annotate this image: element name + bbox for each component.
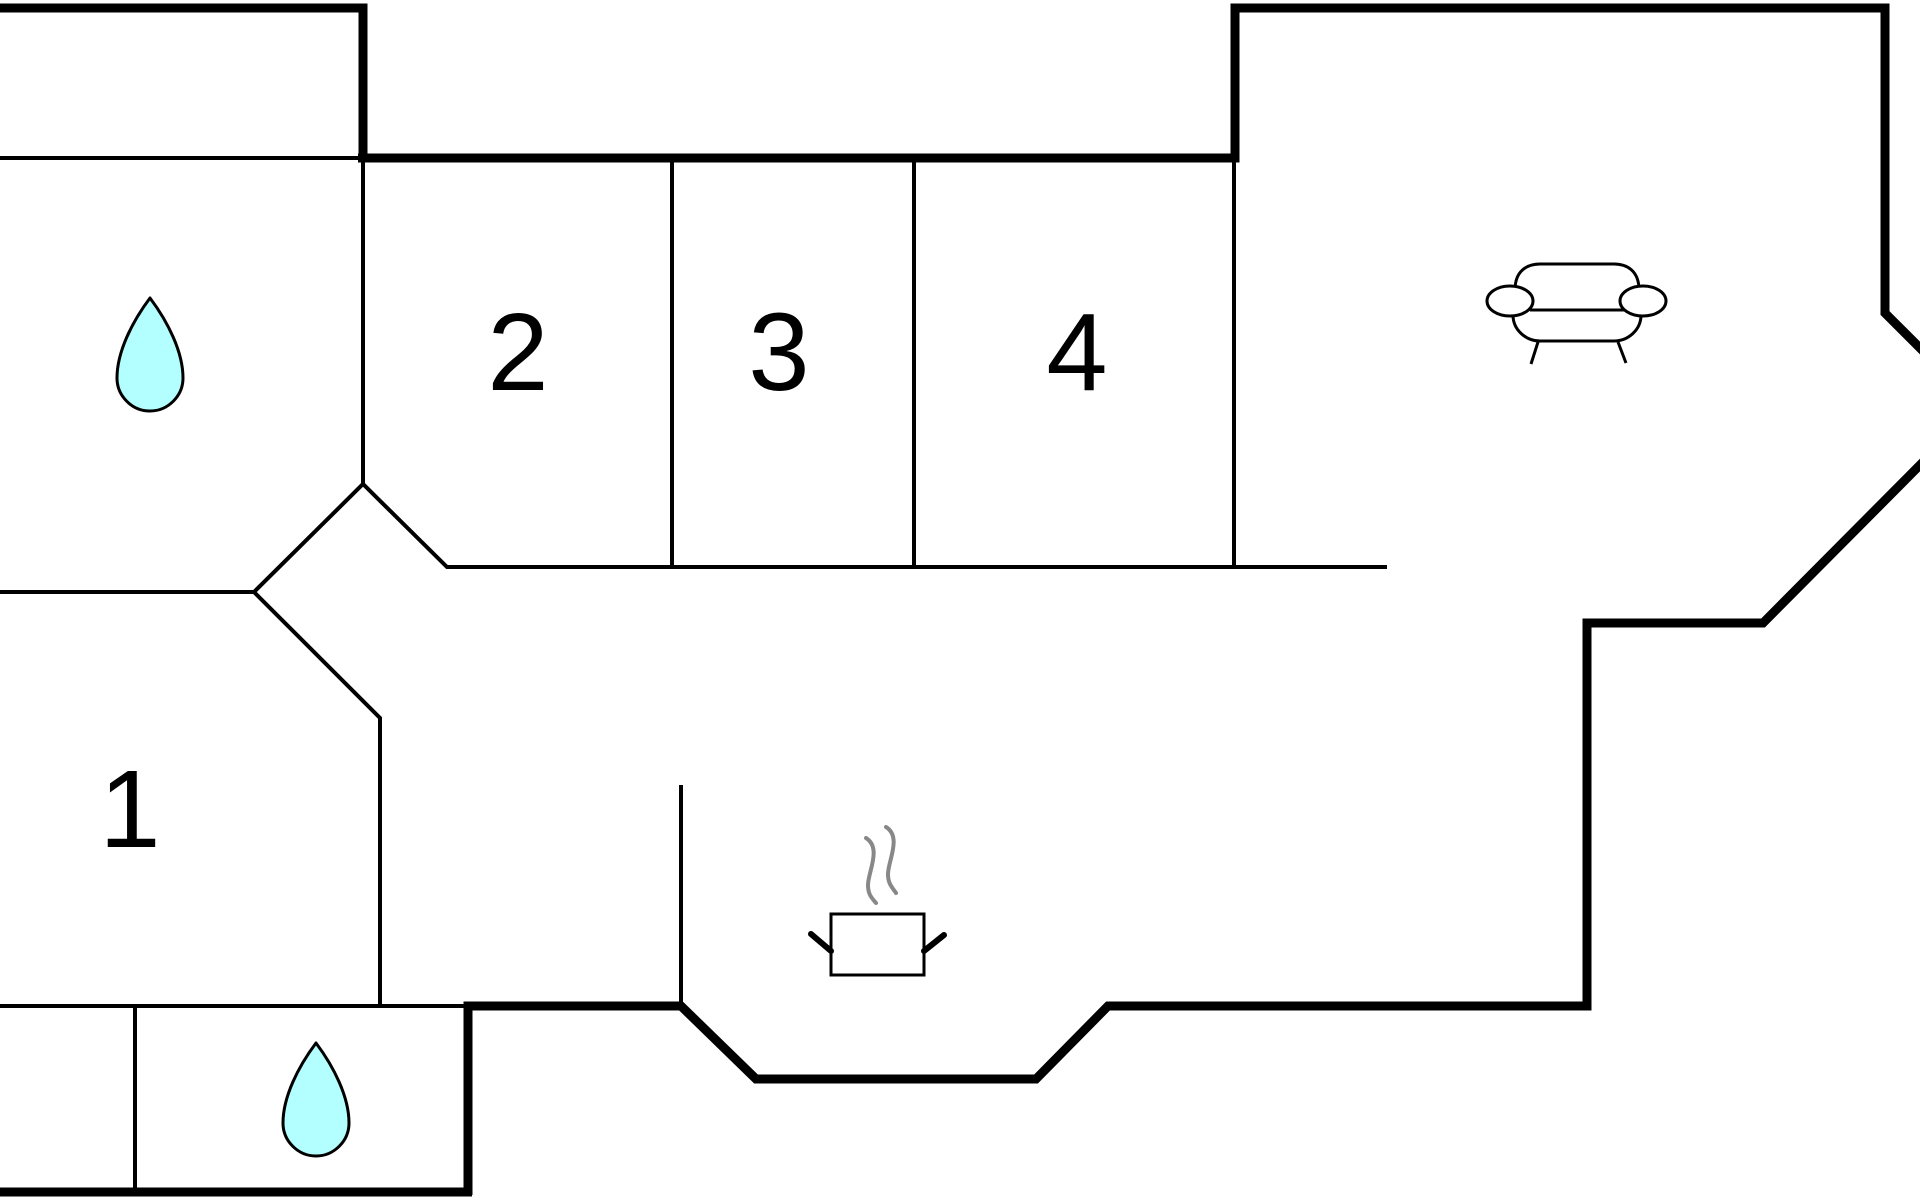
wall-hall-upper-diagonal [0,481,1387,594]
exterior-wall-right [463,458,1920,1195]
room-number-1: 1 [99,748,160,871]
room-number-4: 4 [1046,291,1107,414]
exterior-walls [0,3,1920,1197]
water-drop-icon [281,1041,351,1158]
room-number-2: 2 [487,291,548,414]
exterior-wall-top-left [0,3,368,158]
room-number-3: 3 [748,291,809,414]
water-drop-icon [115,296,185,413]
wall-room1-right [252,590,382,1006]
exterior-wall-top-middle [358,3,1920,355]
cooking-pot-icon [808,825,947,977]
room-numbers: 1 2 3 4 [99,291,1107,871]
interior-walls [0,156,1387,1192]
sofa-icon [1485,262,1668,365]
